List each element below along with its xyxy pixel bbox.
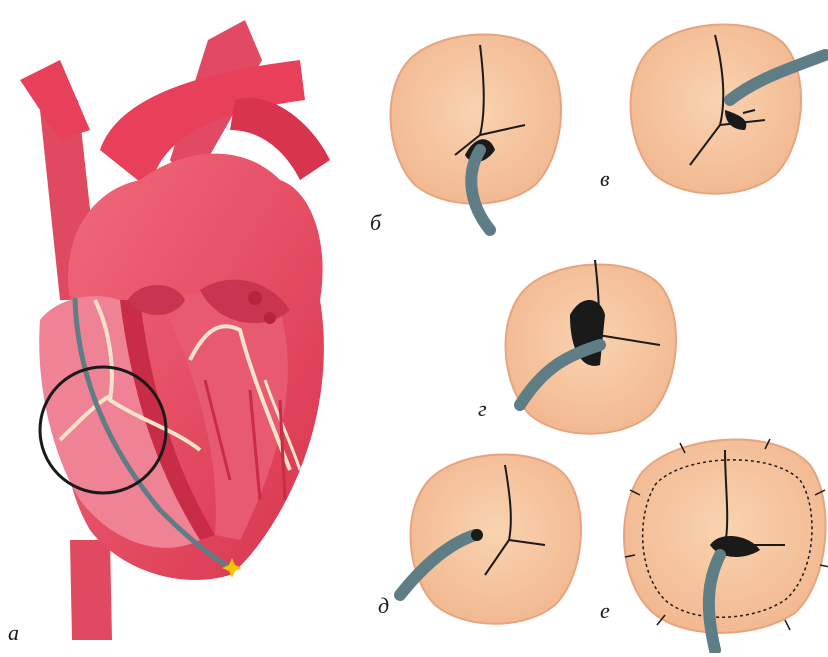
valve-panel-v [631,24,825,193]
inferior-vena-cava [70,540,112,640]
label-v: в [600,168,610,190]
valve-panel-b [391,34,561,230]
heart-illustration [20,20,330,640]
label-g: г [478,398,487,420]
label-e: е [600,600,610,622]
valve-panel-e [624,439,828,650]
label-d: д [378,595,389,617]
valve-panel-d [400,454,581,623]
label-b: б [370,212,381,234]
label-a: а [8,622,19,644]
tricuspid-valve-icon [411,454,581,623]
left-vessel [20,60,90,140]
tricuspid-valve-icon [631,24,801,193]
valve-panel-g [506,260,676,434]
